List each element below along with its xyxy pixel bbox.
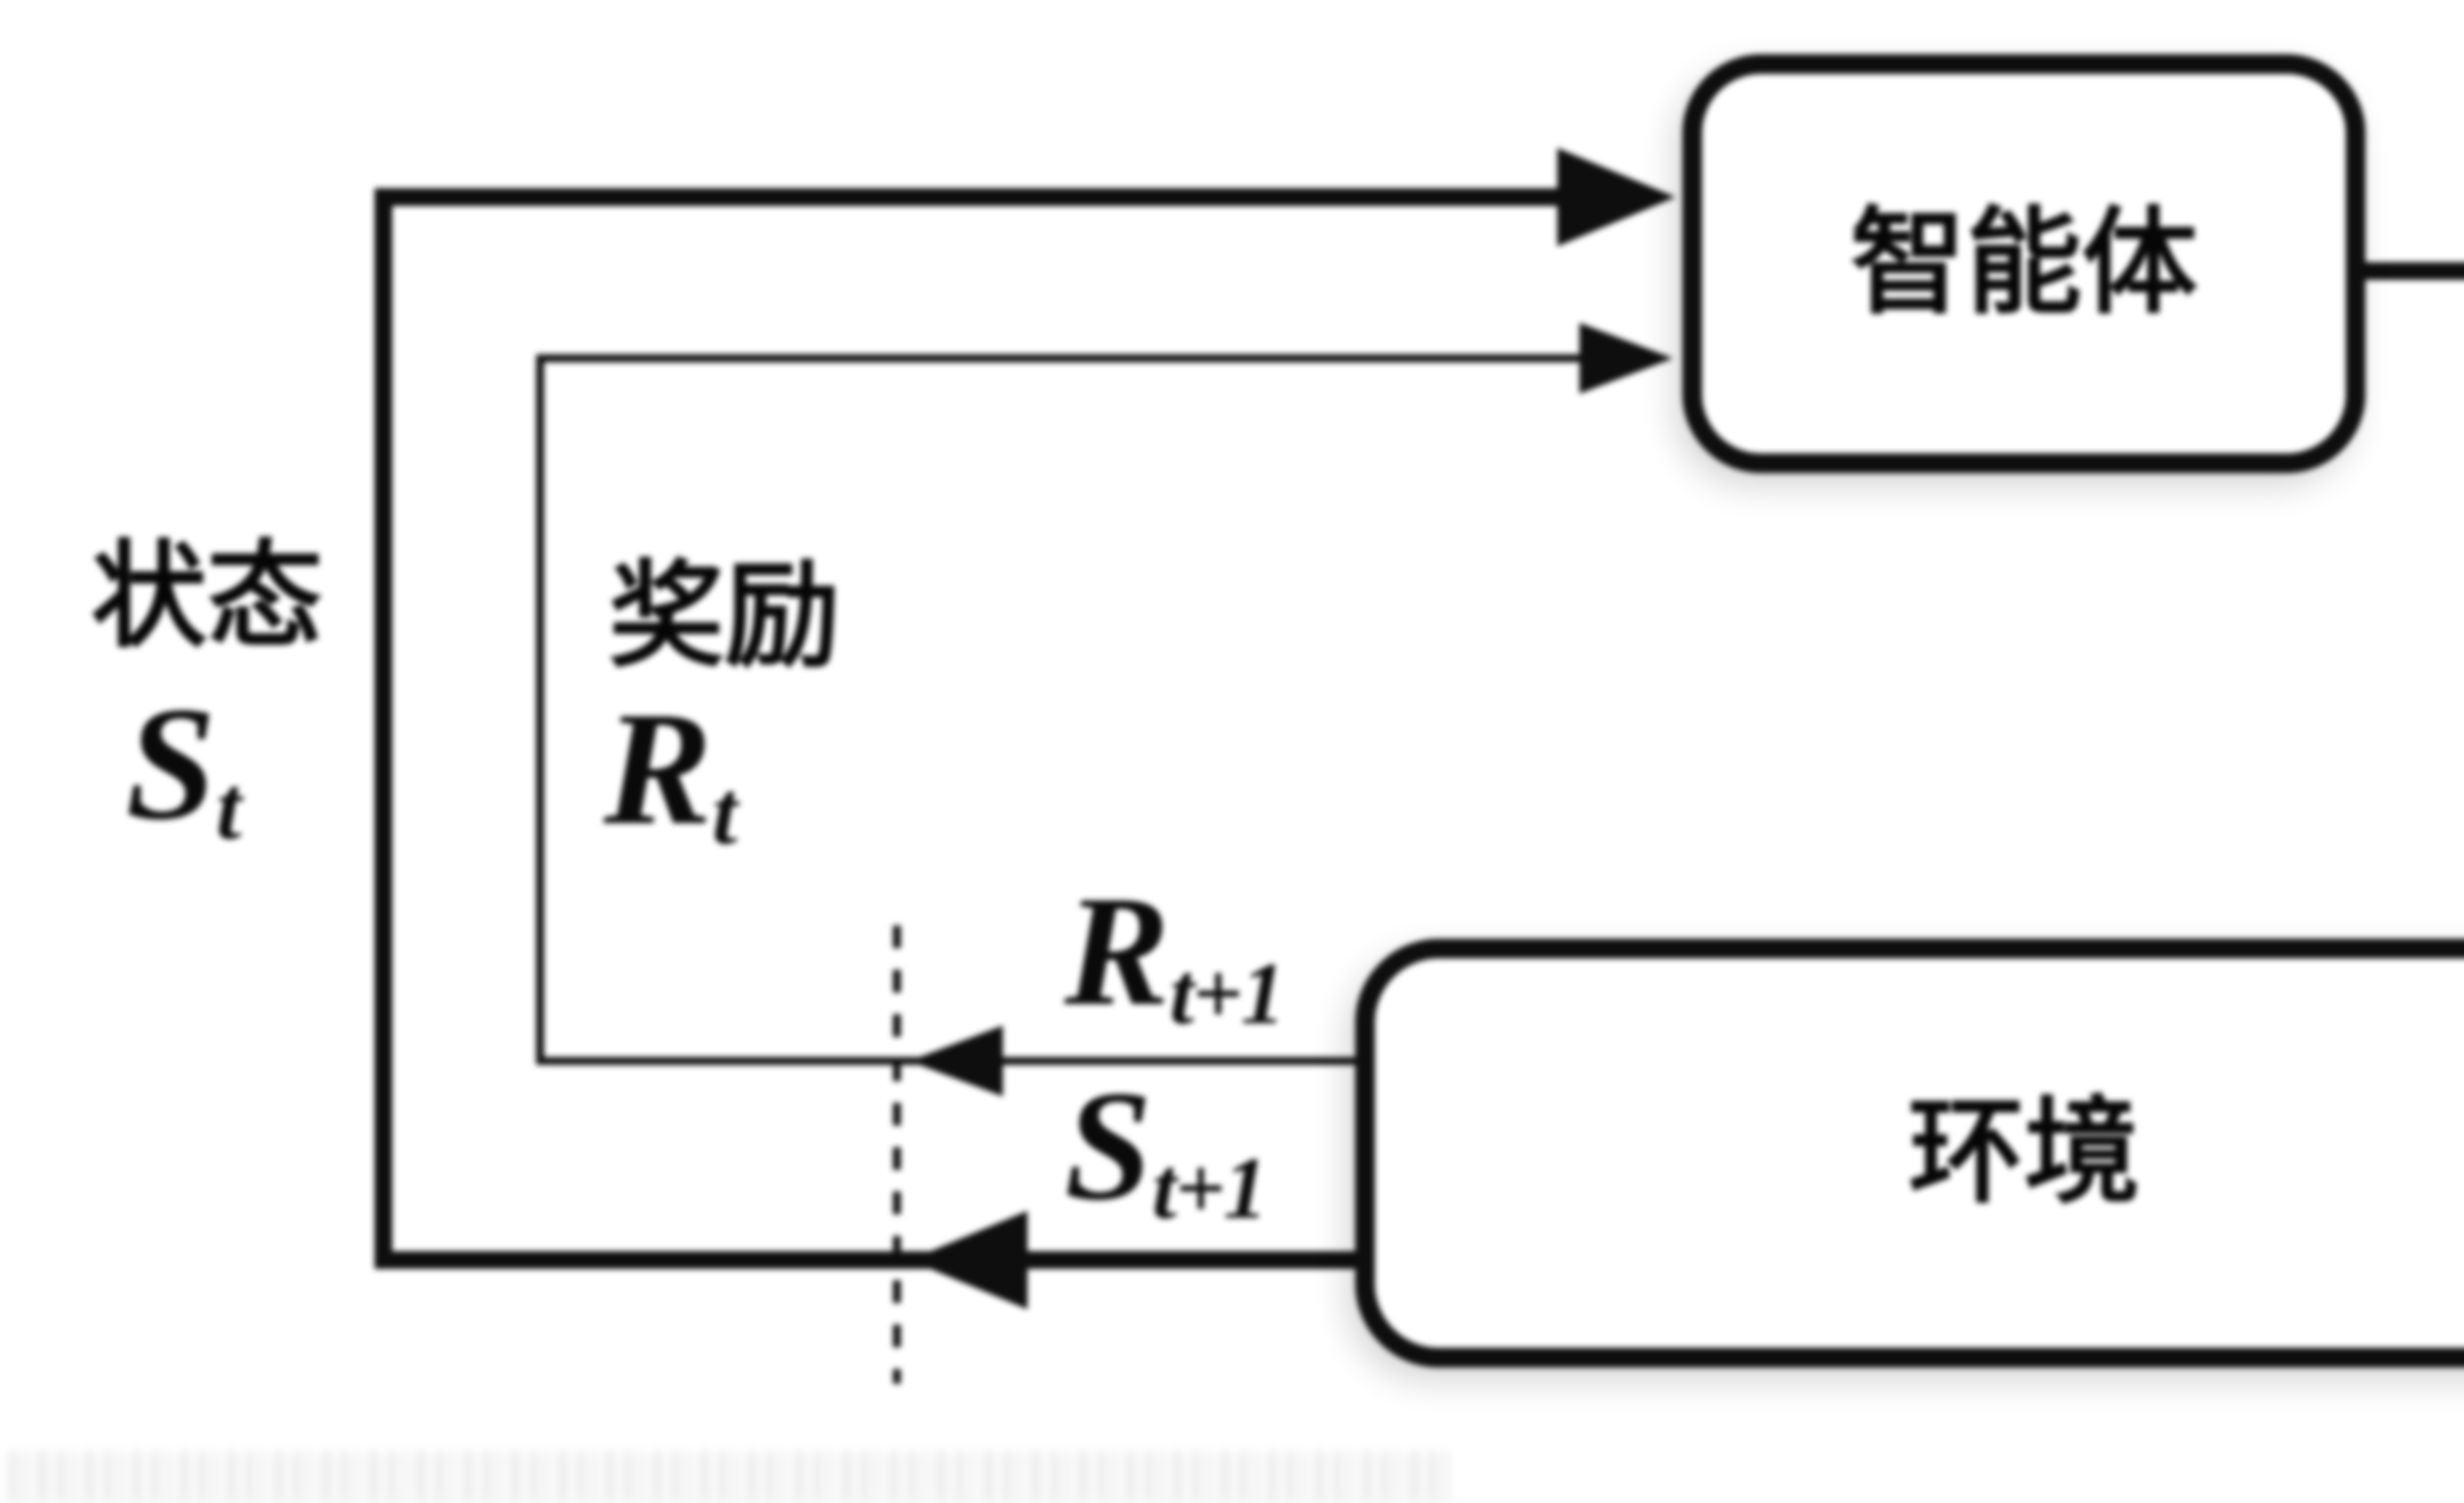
state-symbol: St [126, 683, 241, 853]
state-symbol-letter: S [126, 674, 216, 854]
reward-label: 奖励 [609, 553, 840, 681]
agent-node: 智能体 [1682, 54, 2365, 473]
reward-arrowhead-into-agent [1579, 323, 1673, 394]
state-symbol-subscript: t [216, 756, 241, 858]
next-reward-symbol-letter: R [1064, 864, 1170, 1038]
environment-node-label: 环境 [1908, 1089, 2140, 1217]
state-loop-left-line [375, 188, 392, 1269]
state-loop-top-line [375, 188, 1577, 206]
state-arrowhead-into-agent [1557, 148, 1676, 246]
next-state-symbol: St+1 [1064, 1067, 1267, 1232]
reward-loop-top-line [536, 354, 1596, 362]
next-state-symbol-letter: S [1064, 1059, 1152, 1233]
next-state-symbol-subscript: t+1 [1152, 1139, 1267, 1237]
next-reward-arrowhead-at-boundary [909, 1025, 1003, 1096]
cropped-caption-remnant [10, 1451, 1454, 1503]
action-loop-top-line [2356, 262, 2464, 280]
reward-loop-left-line [536, 354, 544, 1065]
environment-node: 环境 [1355, 939, 2464, 1367]
reward-symbol-subscript: t [712, 761, 737, 863]
state-loop-bottom-line [375, 1251, 1375, 1269]
reward-symbol: Rt [604, 687, 737, 858]
agent-node-label: 智能体 [1850, 199, 2198, 328]
time-step-dashed-line [893, 925, 901, 1384]
state-label: 状态 [91, 533, 323, 661]
next-reward-symbol-subscript: t+1 [1169, 944, 1285, 1043]
reward-symbol-letter: R [604, 679, 713, 858]
next-state-arrowhead-at-boundary [909, 1211, 1027, 1309]
next-reward-symbol: Rt+1 [1064, 872, 1285, 1038]
